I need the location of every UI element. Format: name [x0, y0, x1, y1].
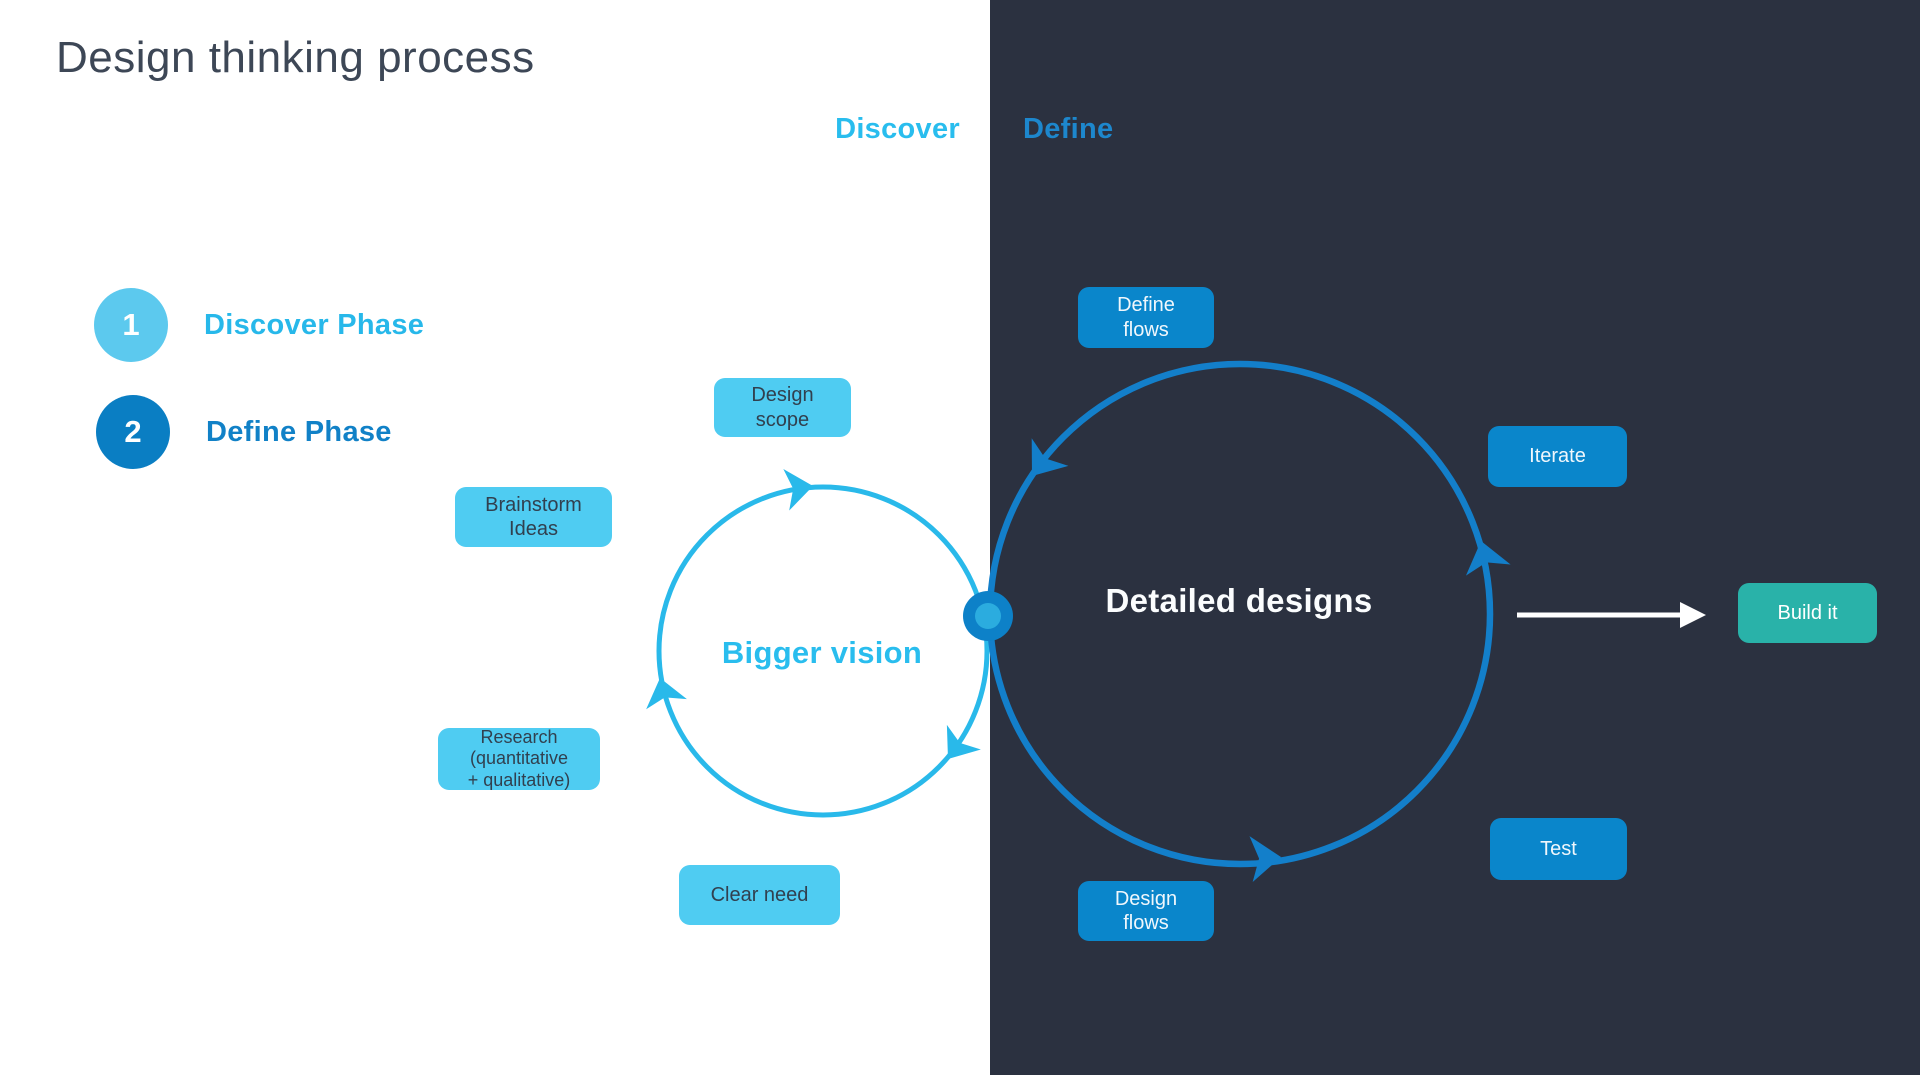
node-design-flows[interactable]: Design flows — [1078, 881, 1214, 941]
legend-label-define-phase: Define Phase — [206, 415, 392, 448]
node-test[interactable]: Test — [1490, 818, 1627, 880]
legend-label-discover-phase: Discover Phase — [204, 308, 425, 341]
node-research[interactable]: Research (quantitative + qualitative) — [438, 727, 600, 790]
page-title: Design thinking process — [56, 33, 535, 82]
discover-cycle-label: Bigger vision — [721, 635, 923, 670]
arrowhead-icon — [646, 678, 687, 710]
node-iterate[interactable]: Iterate — [1488, 426, 1627, 487]
discover-column-label: Discover — [835, 113, 960, 145]
legend-item-define: 2 Define Phase — [96, 395, 392, 469]
node-design-scope[interactable]: Design scope — [714, 378, 851, 437]
node-build-it[interactable]: Build it — [1738, 583, 1877, 643]
node-brainstorm-ideas[interactable]: Brainstorm Ideas — [455, 487, 612, 547]
node-clear-need[interactable]: Clear need — [679, 865, 840, 925]
define-column-label: Define — [1023, 113, 1114, 145]
arrowhead-icon — [946, 724, 981, 759]
node-define-flows[interactable]: Define flows — [1078, 287, 1214, 348]
legend-badge-1: 1 — [94, 288, 168, 362]
discover-arrowheads — [646, 468, 981, 759]
legend-item-discover: 1 Discover Phase — [94, 288, 424, 362]
define-cycle-label: Detailed designs — [1105, 582, 1373, 619]
legend-badge-2: 2 — [96, 395, 170, 469]
arrowhead-icon — [783, 468, 813, 511]
